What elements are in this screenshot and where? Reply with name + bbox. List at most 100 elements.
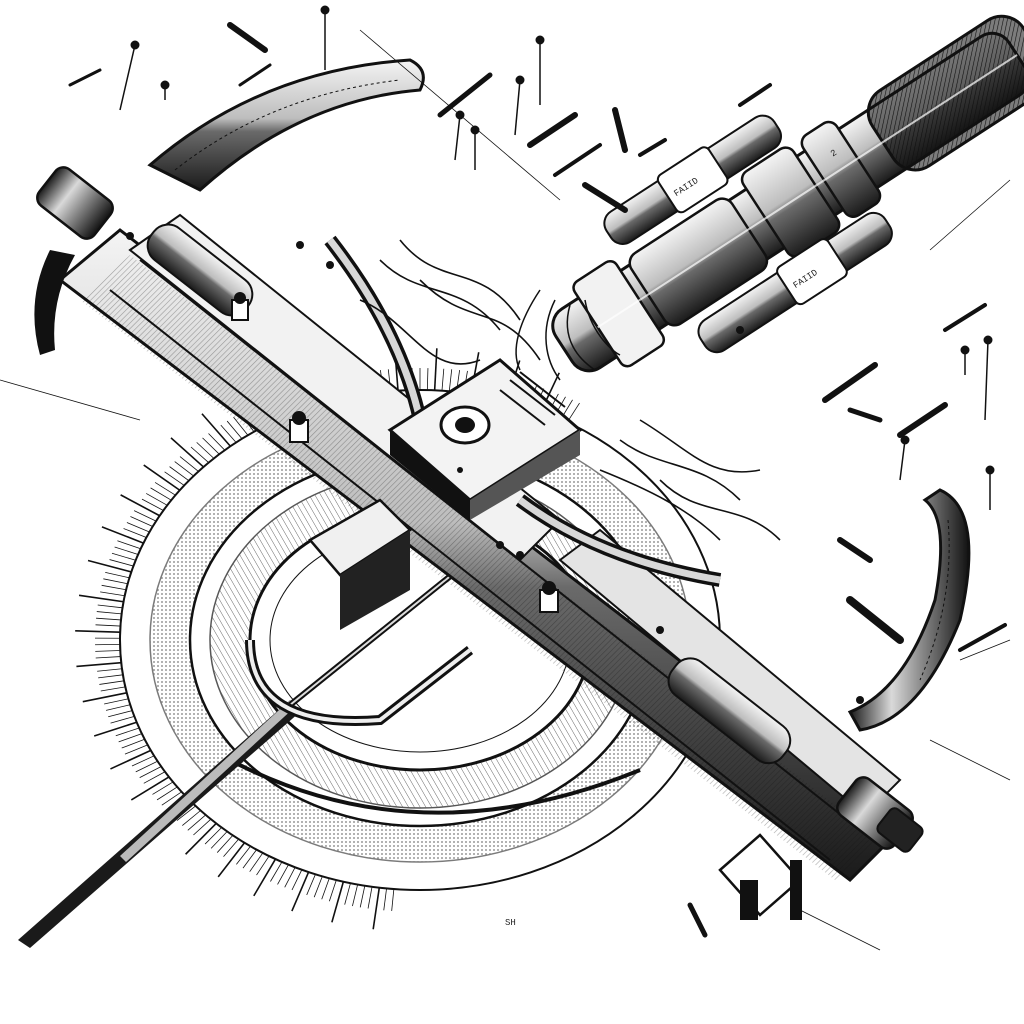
floating-rod xyxy=(846,596,904,644)
dial-tick xyxy=(190,446,209,463)
dial-tick xyxy=(110,749,152,770)
dial-tick xyxy=(111,552,136,561)
floating-rod xyxy=(943,303,987,332)
dial-tick xyxy=(78,594,124,603)
dial-tick xyxy=(242,849,257,869)
dial-tick xyxy=(117,540,141,550)
dial-tick xyxy=(372,887,381,930)
floating-pin xyxy=(320,5,330,70)
dial-tick xyxy=(123,528,147,538)
dial-tick xyxy=(169,466,190,481)
dial-tick xyxy=(270,861,283,882)
floating-rod xyxy=(687,902,708,938)
floating-pin xyxy=(119,40,140,111)
dial-tick xyxy=(105,571,130,579)
dial-tick xyxy=(328,879,337,902)
floating-rod xyxy=(847,407,883,423)
dial-tick xyxy=(433,348,438,391)
dial-tick xyxy=(204,827,222,845)
floating-rod xyxy=(238,63,272,87)
dial-tick xyxy=(104,698,129,705)
dial-tick xyxy=(152,781,174,795)
dial-tick xyxy=(109,559,134,567)
floating-rod xyxy=(527,112,578,148)
dial-tick xyxy=(313,876,323,898)
dial-tick xyxy=(115,727,140,737)
dial-tick xyxy=(93,721,137,737)
dial-tick xyxy=(96,611,122,615)
floating-rod xyxy=(958,623,1007,652)
dial-tick xyxy=(130,776,170,801)
floating-pin xyxy=(454,110,465,161)
floating-rod xyxy=(582,182,628,213)
dial-tick xyxy=(383,888,387,911)
trigger-housing xyxy=(126,232,864,704)
dial-tick xyxy=(256,855,270,876)
floating-rod xyxy=(68,68,102,87)
dial-tick xyxy=(120,494,161,517)
floating-rod xyxy=(822,362,878,403)
dial-tick xyxy=(233,416,249,436)
dial-tick xyxy=(352,884,359,907)
dial-tick xyxy=(185,822,217,855)
dial-tick xyxy=(118,733,142,743)
dial-tick xyxy=(143,771,166,784)
dial-tick xyxy=(306,874,316,896)
floating-pin xyxy=(899,435,910,481)
dial-tick xyxy=(208,433,226,451)
wire-bundle xyxy=(359,239,781,541)
dial-tick xyxy=(193,818,212,836)
dial-tick xyxy=(249,852,264,872)
dial-tick xyxy=(220,424,237,443)
dial-tick xyxy=(277,864,289,885)
dial-tick xyxy=(331,881,345,923)
dial-tick xyxy=(201,413,231,447)
floating-pin xyxy=(985,465,995,510)
dial-tick xyxy=(95,624,121,627)
floating-pin xyxy=(983,335,993,421)
dial-tick xyxy=(95,650,121,652)
floating-pin xyxy=(535,35,545,105)
floating-rod xyxy=(227,22,268,53)
dial-tick xyxy=(105,704,131,711)
dial-tick xyxy=(216,835,234,853)
dial-tick xyxy=(131,755,155,767)
dial-tick xyxy=(196,442,215,459)
dial-tick xyxy=(139,766,162,778)
radial-dial: SH xyxy=(75,348,721,930)
dial-tick xyxy=(441,368,445,391)
floating-rod xyxy=(553,143,602,177)
dial-tick xyxy=(210,831,228,849)
dial-tick xyxy=(101,526,144,544)
dial-tick xyxy=(98,674,123,679)
dial-tick xyxy=(135,760,158,773)
dial-tick xyxy=(253,858,277,897)
dial-tick xyxy=(164,471,185,486)
dial-tick xyxy=(121,738,145,749)
dial-tick xyxy=(448,369,453,392)
dial-tick xyxy=(223,838,239,857)
dial-tick xyxy=(130,516,153,527)
dial-tick xyxy=(226,420,243,440)
floating-rod xyxy=(638,138,667,157)
dial-tick xyxy=(108,710,133,718)
dial-tick xyxy=(82,692,127,703)
dial-tick xyxy=(176,805,196,821)
floating-rod xyxy=(437,72,493,118)
floating-pin xyxy=(514,75,525,136)
dial-marking: SH xyxy=(505,918,516,928)
dial-tick xyxy=(217,842,246,878)
dial-tick xyxy=(76,661,122,668)
dial-tick xyxy=(101,584,127,591)
dial-tick xyxy=(291,871,310,912)
dial-tick xyxy=(103,578,128,585)
dial-tick xyxy=(202,437,220,455)
floating-pin xyxy=(160,80,170,100)
floating-pin xyxy=(470,125,480,170)
dial-tick xyxy=(95,656,121,659)
dial-tick xyxy=(146,493,168,506)
dial-tick xyxy=(114,546,139,555)
crossbow-limbs xyxy=(34,58,971,732)
